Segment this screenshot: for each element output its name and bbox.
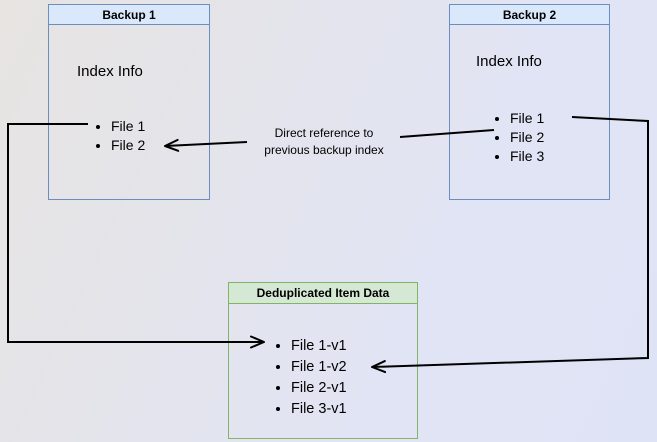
backup1-title: Backup 1 bbox=[49, 5, 209, 25]
file-item: File 1-v2 bbox=[291, 357, 347, 378]
backup2-title: Backup 2 bbox=[450, 5, 609, 25]
file-item: File 1 bbox=[111, 117, 145, 136]
backup2-file-list: File 1 File 2 File 3 bbox=[495, 109, 544, 166]
direct-reference-label-line2: previous backup index bbox=[264, 143, 384, 157]
file-item: File 2 bbox=[510, 128, 544, 147]
file-item: File 2-v1 bbox=[291, 378, 347, 399]
backup2-node: Backup 2 Index Info File 1 File 2 File 3 bbox=[449, 4, 610, 200]
file-item: File 3-v1 bbox=[291, 399, 347, 420]
direct-reference-label: Direct reference to previous backup inde… bbox=[243, 125, 405, 159]
dedup-title: Deduplicated Item Data bbox=[229, 283, 417, 304]
file-item: File 1 bbox=[510, 109, 544, 128]
direct-reference-label-line1: Direct reference to bbox=[274, 126, 374, 140]
file-item: File 3 bbox=[510, 147, 544, 166]
file-item: File 2 bbox=[111, 136, 145, 155]
dedup-node: Deduplicated Item Data File 1-v1 File 1-… bbox=[228, 282, 418, 439]
backup1-index-info-label: Index Info bbox=[77, 63, 143, 80]
dedup-file-list: File 1-v1 File 1-v2 File 2-v1 File 3-v1 bbox=[276, 336, 347, 420]
backup1-file-list: File 1 File 2 bbox=[96, 117, 145, 155]
backup2-index-info-label: Index Info bbox=[476, 53, 542, 70]
backup1-node: Backup 1 Index Info File 1 File 2 bbox=[48, 4, 210, 200]
file-item: File 1-v1 bbox=[291, 336, 347, 357]
